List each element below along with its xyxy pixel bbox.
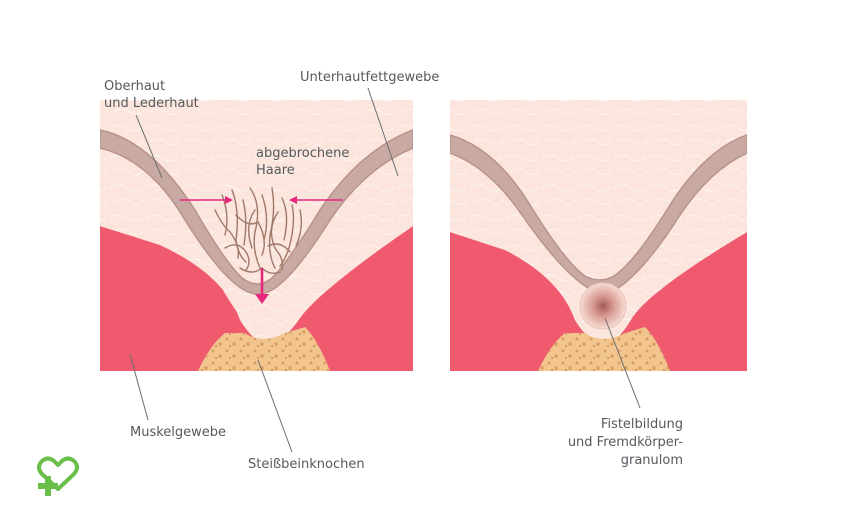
left-panel [100, 100, 413, 371]
leader-bone [257, 359, 293, 453]
label-fat: Unterhautfettgewebe [300, 70, 439, 85]
left-muscle-tissue [100, 226, 413, 371]
label-fistula-line2: und Fremdkörper- [568, 435, 683, 450]
pressure-arrows [180, 196, 343, 304]
broken-hairs [214, 187, 303, 275]
leader-fat [367, 87, 399, 177]
label-hair-line2: Haare [256, 163, 295, 178]
leader-skin [135, 114, 163, 179]
leader-fistula [604, 317, 641, 409]
label-skin-line2: und Lederhaut [104, 96, 199, 111]
label-fistula-line3: granulom [621, 453, 683, 468]
right-skin-layer [450, 134, 747, 293]
labels: Oberhaut und Lederhaut Unterhautfettgewe… [104, 70, 683, 472]
label-fistula-line1: Fistelbildung [601, 417, 683, 432]
label-hair-line1: abgebrochene [256, 146, 349, 161]
right-muscle-tissue [450, 232, 747, 371]
leader-muscle [129, 353, 149, 421]
right-panel [450, 100, 747, 371]
heart-cross-logo-icon [37, 456, 79, 496]
granuloma-cyst [579, 282, 627, 330]
leader-lines [129, 87, 641, 453]
label-muscle: Muskelgewebe [130, 425, 226, 440]
left-skin-layer [100, 129, 413, 295]
label-bone: Steißbeinknochen [248, 457, 365, 472]
label-skin-line1: Oberhaut [104, 79, 165, 94]
